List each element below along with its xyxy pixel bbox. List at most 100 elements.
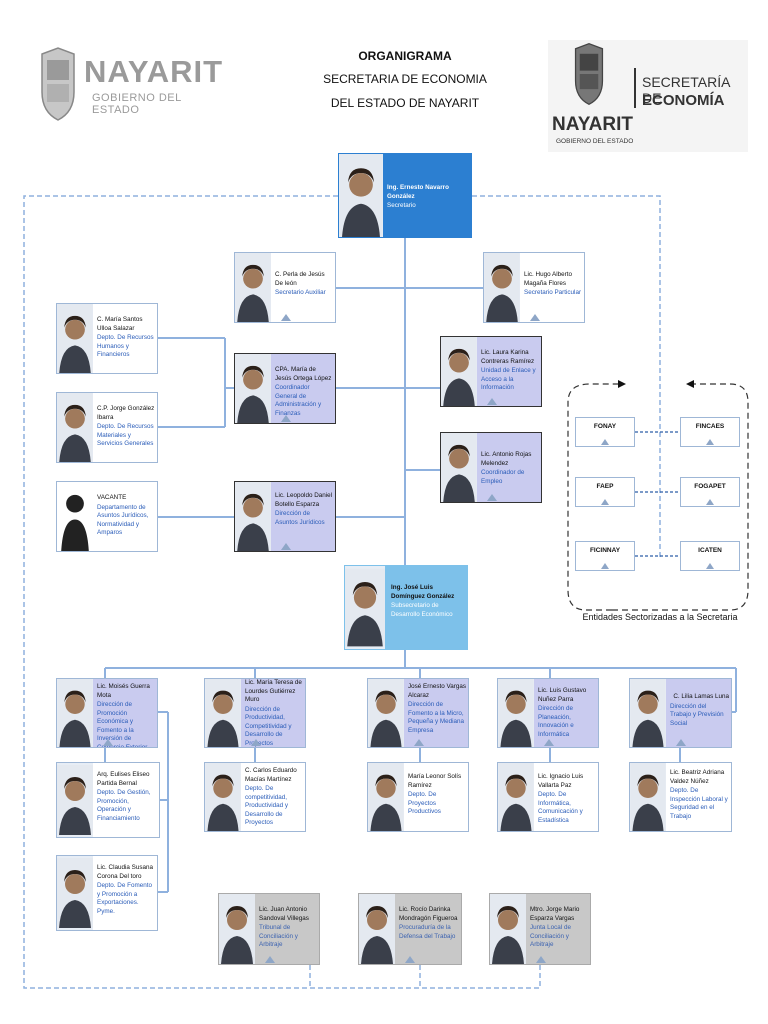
person-role: Dirección de Promoción Económica y Fomen… bbox=[97, 701, 148, 747]
person-role: Subsecretario de Desarrollo Económico bbox=[391, 602, 453, 618]
expand-triangle-icon bbox=[281, 543, 291, 550]
page-subtitle-1: SECRETARIA DE ECONOMIA bbox=[323, 72, 487, 86]
portrait-icon bbox=[484, 253, 520, 322]
person-name: Lic. Leopoldo Daniel Botello Esparza bbox=[275, 492, 333, 508]
productive-projects-dept-card[interactable]: María Leonor Solís Ramírez Depto. De Pro… bbox=[367, 762, 469, 832]
conciliation-tribunal-card[interactable]: Lic. Juan Antonio Sandoval Villegas Trib… bbox=[218, 893, 320, 965]
entity-label: FICINNAY bbox=[589, 547, 621, 554]
person-name: Lic. Juan Antonio Sandoval Villegas bbox=[259, 906, 309, 922]
person-photo bbox=[57, 856, 93, 930]
entity-fogapet[interactable]: FOGAPET bbox=[680, 477, 740, 507]
person-name: Lic. Beatriz Adriana Valdez Núñez bbox=[670, 769, 725, 785]
entity-label: ICATEN bbox=[698, 547, 722, 554]
person-name: C. Carlos Eduardo Macías Martínez bbox=[245, 767, 297, 783]
person-photo bbox=[57, 679, 93, 747]
person-photo bbox=[498, 763, 534, 831]
person-photo bbox=[368, 679, 404, 747]
page-subtitle-2: DEL ESTADO DE NAYARIT bbox=[330, 96, 480, 110]
planning-direction-card[interactable]: Lic. Luis Gustavo Nuñez Parra Dirección … bbox=[497, 678, 599, 748]
legal-affairs-direction-card[interactable]: Lic. Leopoldo Daniel Botello Esparza Dir… bbox=[234, 481, 336, 552]
management-dept-card[interactable]: Arq. Eulises Eliseo Partida Bernal Depto… bbox=[56, 762, 160, 838]
right-logo-sub: GOBIERNO DEL ESTADO bbox=[556, 138, 634, 145]
portrait-icon bbox=[368, 679, 404, 747]
labor-direction-card[interactable]: C. Lilia Lamas Luna Dirección del Trabaj… bbox=[629, 678, 732, 748]
entity-faep[interactable]: FAEP bbox=[575, 477, 635, 507]
expand-triangle-icon bbox=[103, 739, 113, 746]
competitiveness-dept-card[interactable]: C. Carlos Eduardo Macías Martínez Depto.… bbox=[204, 762, 306, 832]
expand-triangle-icon bbox=[251, 739, 261, 746]
expand-triangle-icon bbox=[281, 314, 291, 321]
person-name: Lic. Hugo Alberto Magaña Flores bbox=[524, 271, 572, 287]
portrait-icon bbox=[498, 763, 534, 831]
material-resources-dept-card[interactable]: C.P. Jorge González Ibarra Depto. De Rec… bbox=[56, 392, 158, 463]
legal-affairs-dept-card[interactable]: VACANTE Departamento de Asuntos Jurídico… bbox=[56, 481, 158, 552]
portrait-icon bbox=[368, 763, 404, 831]
person-role: Secretario Particular bbox=[524, 289, 582, 296]
portrait-icon bbox=[345, 568, 385, 647]
entity-label: FOGAPET bbox=[694, 483, 726, 490]
person-role: Departamento de Asuntos Jurídicos, Norma… bbox=[97, 503, 149, 537]
undersecretary-card[interactable]: Ing. José Luis Domínguez González Subsec… bbox=[344, 565, 468, 650]
person-photo bbox=[57, 304, 93, 373]
entity-fonay[interactable]: FONAY bbox=[575, 417, 635, 447]
auxiliary-secretary-card[interactable]: C. Perla de Jesús De león Secretario Aux… bbox=[234, 252, 336, 323]
state-shield-icon bbox=[574, 43, 604, 106]
exports-dept-card[interactable]: Lic. Claudia Susana Corona Del toro Dept… bbox=[56, 855, 158, 931]
secretaria-economia-logo-right: SECRETARÍA DE ECONOMÍA NAYARIT GOBIERNO … bbox=[548, 40, 748, 152]
portrait-icon bbox=[57, 858, 93, 928]
person-photo bbox=[205, 763, 241, 831]
person-role: Junta Local de Conciliación y Arbitraje bbox=[530, 924, 571, 948]
entity-fincaes[interactable]: FINCAES bbox=[680, 417, 740, 447]
portrait-icon bbox=[235, 354, 271, 423]
msme-direction-card[interactable]: José Ernesto Vargas Alcaraz Dirección de… bbox=[367, 678, 469, 748]
person-name: Mtro. Jorge Mario Esparza Vargas bbox=[530, 906, 580, 922]
person-name: Lic. Antonio Rojas Melendez bbox=[481, 451, 532, 467]
portrait-icon bbox=[205, 679, 241, 747]
person-photo bbox=[359, 894, 395, 964]
portrait-icon bbox=[630, 679, 666, 747]
person-role: Depto. De Recursos Humanos y Financieros bbox=[97, 334, 154, 358]
informatics-dept-card[interactable]: Lic. Ignacio Luis Vallarta Paz Depto. De… bbox=[497, 762, 599, 832]
person-name: José Ernesto Vargas Alcaraz bbox=[408, 683, 466, 699]
person-photo bbox=[484, 253, 520, 322]
portrait-icon bbox=[57, 679, 93, 747]
hr-finance-dept-card[interactable]: C. María Santos Ulloa Salazar Depto. De … bbox=[56, 303, 158, 374]
person-photo bbox=[630, 679, 666, 747]
entity-ficinnay[interactable]: FICINNAY bbox=[575, 541, 635, 571]
expand-triangle-icon bbox=[706, 563, 714, 569]
person-role: Depto. De Gestión, Promoción, Operación … bbox=[97, 789, 151, 822]
person-name: Lic. Ignacio Luis Vallarta Paz bbox=[538, 773, 584, 789]
productivity-direction-card[interactable]: Lic. María Teresa de Lourdes Gutiérrez M… bbox=[204, 678, 306, 748]
secretary-card[interactable]: Ing. Ernesto Navarro González Secretario bbox=[338, 153, 472, 238]
person-name: Ing. José Luis Domínguez González bbox=[391, 584, 455, 600]
person-photo bbox=[235, 253, 271, 322]
labor-defense-office-card[interactable]: Lic. Rocío Darinka Mondragón Figueroa Pr… bbox=[358, 893, 462, 965]
portrait-icon bbox=[235, 253, 271, 322]
secretary-photo bbox=[339, 154, 383, 237]
portrait-icon bbox=[57, 765, 93, 835]
portrait-icon bbox=[57, 304, 93, 373]
admin-finance-coordinator-card[interactable]: CPA. María de Jesús Ortega López Coordin… bbox=[234, 353, 336, 424]
person-photo bbox=[219, 894, 255, 964]
expand-triangle-icon bbox=[706, 499, 714, 505]
person-role: Depto. De competitividad, Productividad … bbox=[245, 785, 289, 826]
conciliation-board-card[interactable]: Mtro. Jorge Mario Esparza Vargas Junta L… bbox=[489, 893, 591, 965]
portrait-icon bbox=[235, 482, 271, 551]
entity-label: FINCAES bbox=[695, 423, 725, 430]
person-photo bbox=[57, 763, 93, 837]
person-name: Lic. Luis Gustavo Nuñez Parra bbox=[538, 687, 587, 703]
person-photo bbox=[441, 337, 477, 406]
person-name: Lic. Rocío Darinka Mondragón Figueroa bbox=[399, 906, 458, 922]
economic-promotion-direction-card[interactable]: Lic. Moisés Guerra Mota Dirección de Pro… bbox=[56, 678, 158, 748]
person-role: Dirección de Planeación, Innovación e In… bbox=[538, 705, 574, 738]
person-name: VACANTE bbox=[97, 494, 127, 501]
entity-icaten[interactable]: ICATEN bbox=[680, 541, 740, 571]
information-access-unit-card[interactable]: Lic. Laura Karina Contreras Ramírez Unid… bbox=[440, 336, 542, 407]
employment-coordinator-card[interactable]: Lic. Antonio Rojas Melendez Coordinador … bbox=[440, 432, 542, 503]
labor-inspection-dept-card[interactable]: Lic. Beatriz Adriana Valdez Núñez Depto.… bbox=[629, 762, 732, 832]
person-name: CPA. María de Jesús Ortega López bbox=[275, 366, 332, 382]
right-logo-line2: ECONOMÍA bbox=[642, 92, 725, 109]
person-role: Coordinador de Empleo bbox=[481, 469, 525, 485]
private-secretary-card[interactable]: Lic. Hugo Alberto Magaña Flores Secretar… bbox=[483, 252, 585, 323]
